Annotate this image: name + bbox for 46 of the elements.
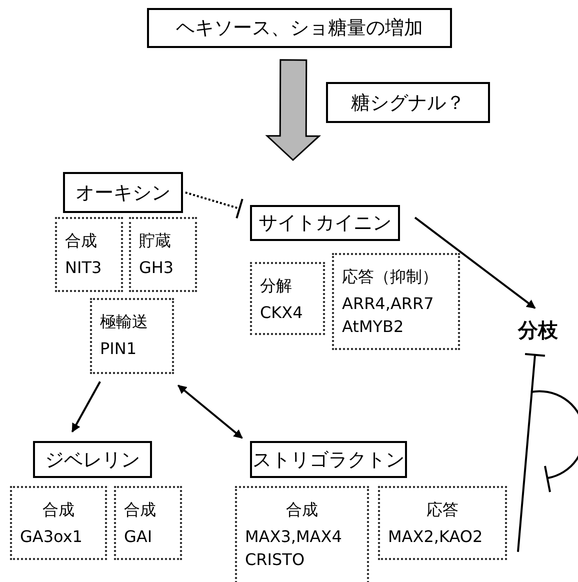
gene-text: GA3ox1 <box>20 526 84 548</box>
hormone-box <box>63 172 183 213</box>
gene-box <box>10 486 107 560</box>
hormone-box <box>250 441 407 478</box>
label-text: 合成 <box>42 499 76 521</box>
label-text: ストリゴラクトン <box>252 448 404 472</box>
label-text: オーキシン <box>76 180 170 206</box>
inhibition-line <box>185 192 244 220</box>
label-text: サイトカイニン <box>258 211 392 236</box>
gene-box <box>235 486 369 582</box>
title-box <box>147 8 452 48</box>
gene-text: ARR4,ARR7 AtMYB2 <box>342 293 435 338</box>
arrow <box>414 216 536 309</box>
gene-text: MAX2,KAO2 <box>388 526 484 548</box>
gene-box <box>55 217 123 292</box>
gene-box <box>250 262 325 335</box>
gene-box <box>129 217 197 292</box>
gene-box <box>332 253 460 350</box>
gene-box <box>90 298 174 374</box>
label-text: 応答（抑制） <box>342 266 439 288</box>
label-text: 糖シグナル？ <box>351 90 465 116</box>
label-text: 合成 <box>285 499 319 521</box>
gene-text: CKX4 <box>260 302 304 324</box>
signal-box <box>326 82 490 123</box>
inhibition-line <box>516 353 546 552</box>
gene-text: NIT3 <box>65 257 103 280</box>
gene-box <box>378 486 507 560</box>
arrow <box>71 381 101 433</box>
gene-box <box>114 486 182 560</box>
gene-text: GH3 <box>139 257 175 280</box>
block-arrow <box>265 59 322 162</box>
arrow <box>178 384 243 439</box>
gene-text: PIN1 <box>100 338 138 360</box>
label-text: ヘキソース、ショ糖量の増加 <box>176 16 423 41</box>
branching-label: 分枝 <box>518 316 558 344</box>
hormone-box <box>33 441 152 478</box>
label-text: 応答 <box>426 499 460 521</box>
gene-text: GAI <box>124 526 154 548</box>
label-text: 極輸送 <box>100 311 149 333</box>
gene-text: MAX3,MAX4 CRISTO <box>245 526 343 572</box>
label-text: 貯蔵 <box>139 230 172 252</box>
hormone-box <box>250 205 400 241</box>
label-text: 分解 <box>260 275 293 297</box>
label-text: 合成 <box>124 499 157 521</box>
label-text: ジベレリン <box>45 448 140 472</box>
label-text: 合成 <box>65 230 98 252</box>
